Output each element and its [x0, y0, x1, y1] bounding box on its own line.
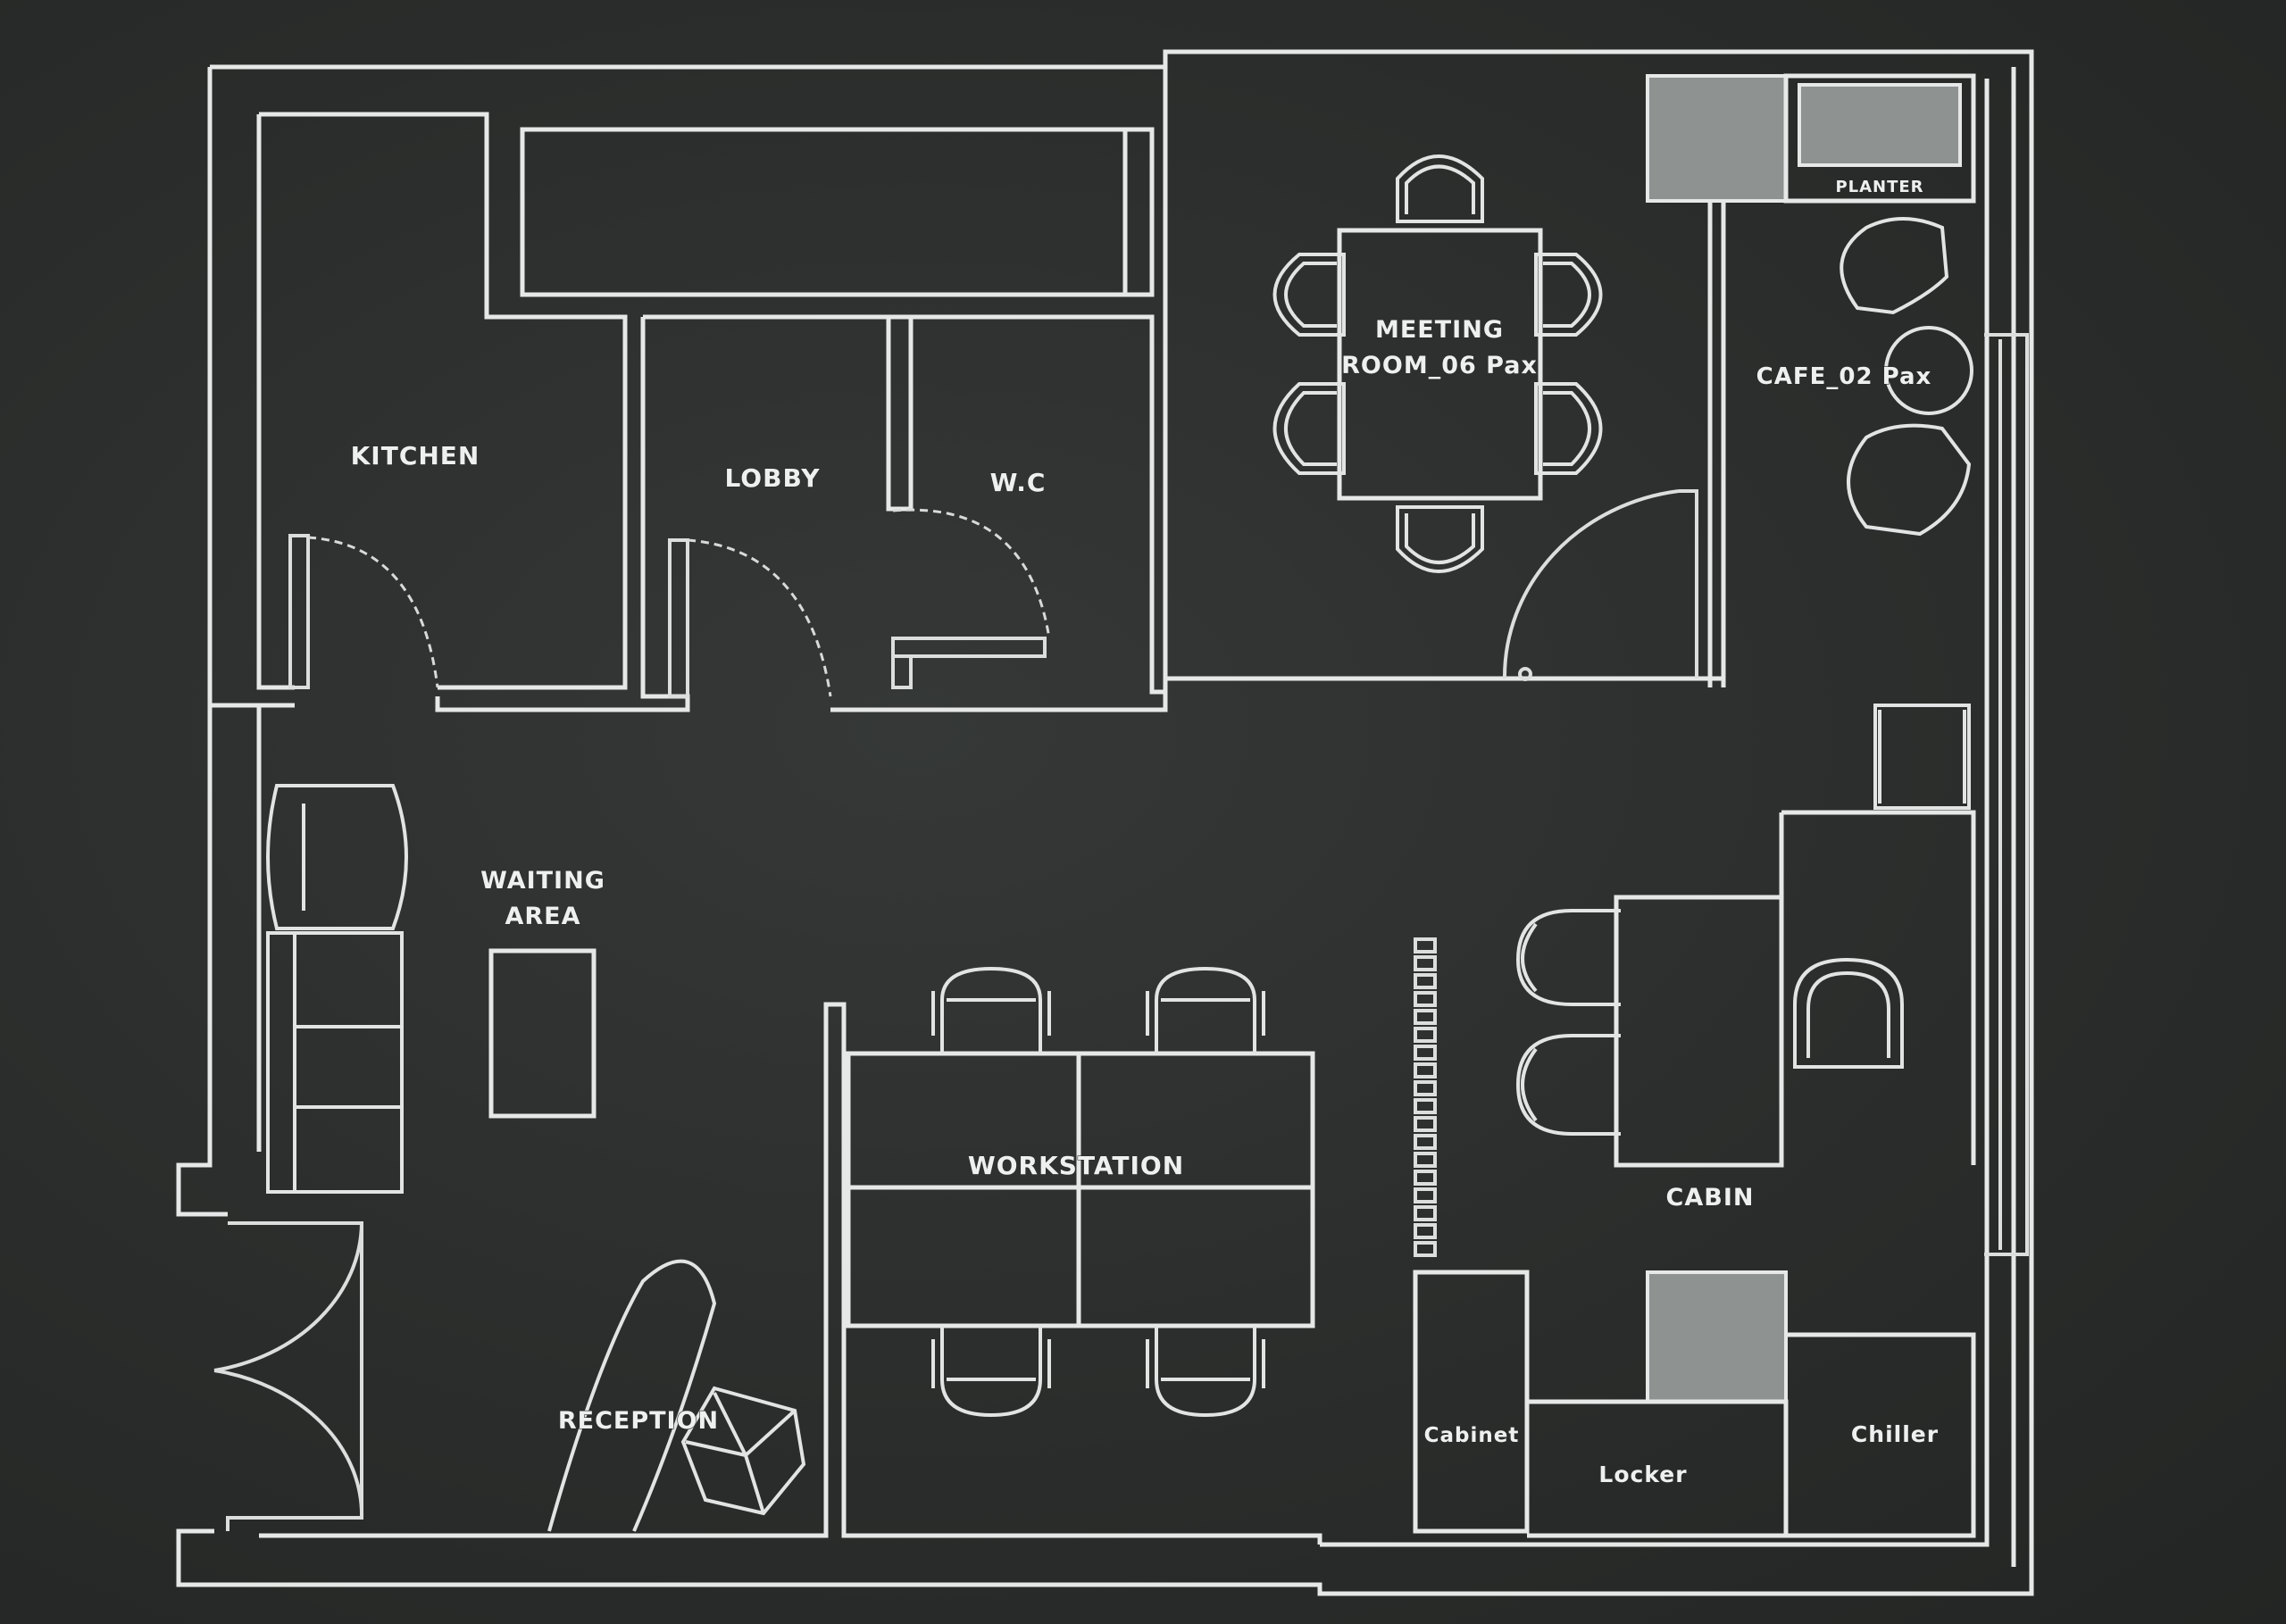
- cabinet: [1413, 1270, 1530, 1534]
- armchair-icon: [266, 784, 408, 930]
- partition-screen: [1414, 937, 1437, 1257]
- cabinet-label: Cabinet: [1424, 1424, 1520, 1447]
- reception-label: RECEPTION: [558, 1407, 719, 1435]
- cabin-label: CABIN: [1666, 1184, 1755, 1212]
- chair-icon: [1146, 966, 1265, 1054]
- kitchen-label: KITCHEN: [351, 441, 480, 471]
- chair-icon: [1515, 909, 1621, 1006]
- chair-icon: [1272, 253, 1346, 337]
- reception-desk: [547, 1259, 717, 1532]
- chair-icon: [1272, 382, 1346, 475]
- lobby-label: LOBBY: [724, 463, 820, 493]
- cafe-table: [1884, 326, 1973, 415]
- chair-icon: [931, 1326, 1051, 1418]
- side-table: [1873, 704, 1971, 810]
- workstation: WORKSTATION: [846, 966, 1315, 1418]
- meeting-table: [1337, 228, 1543, 501]
- chair-icon: [1515, 1034, 1621, 1136]
- plant-icon: [1798, 83, 1962, 167]
- chair-icon: [931, 966, 1051, 1054]
- hatched-fixture: [1646, 74, 1788, 203]
- chair-icon: [1396, 505, 1484, 573]
- coffee-table: [488, 948, 597, 1119]
- outer-walls: [176, 49, 2034, 1596]
- storage: Cabinet Locker Chiller: [1413, 1270, 1976, 1538]
- chiller-label: Chiller: [1851, 1421, 1939, 1447]
- sofa-icon: [266, 931, 404, 1194]
- workstation-label: WORKSTATION: [968, 1151, 1184, 1180]
- chair-icon: [1840, 217, 1949, 315]
- waiting-area: WAITING AREA: [266, 784, 605, 1194]
- hatched-fixture: [1646, 1270, 1788, 1403]
- kitchen: KITCHEN: [210, 112, 1155, 1152]
- meeting-room: MEETING ROOM_06 Pax: [1165, 154, 1726, 687]
- cabin: CABIN: [1414, 704, 1976, 1257]
- chair-icon: [1793, 957, 1904, 1069]
- chair-icon: [1396, 154, 1484, 223]
- chair-icon: [1534, 253, 1603, 337]
- planter-label: PLANTER: [1835, 178, 1923, 196]
- cafe: PLANTER CAFE_02 Pax: [1646, 73, 1976, 537]
- waiting-label-2: AREA: [505, 903, 580, 930]
- locker-label: Locker: [1598, 1462, 1687, 1487]
- chair-icon: [1847, 423, 1972, 537]
- meeting-room-label-1: MEETING: [1375, 316, 1504, 344]
- meeting-room-label-2: ROOM_06 Pax: [1341, 352, 1538, 379]
- entrance-door: [213, 1221, 364, 1531]
- chair-icon: [1534, 382, 1603, 475]
- waiting-label-1: WAITING: [480, 867, 605, 895]
- lobby-wc: LOBBY W.C: [435, 52, 1168, 712]
- wc-label: W.C: [990, 468, 1047, 497]
- planter: [1783, 73, 1976, 204]
- office-chair-icon: [680, 1386, 806, 1516]
- cafe-label: CAFE_02 Pax: [1756, 363, 1932, 390]
- reception: RECEPTION: [547, 1259, 806, 1532]
- chair-icon: [1146, 1326, 1265, 1418]
